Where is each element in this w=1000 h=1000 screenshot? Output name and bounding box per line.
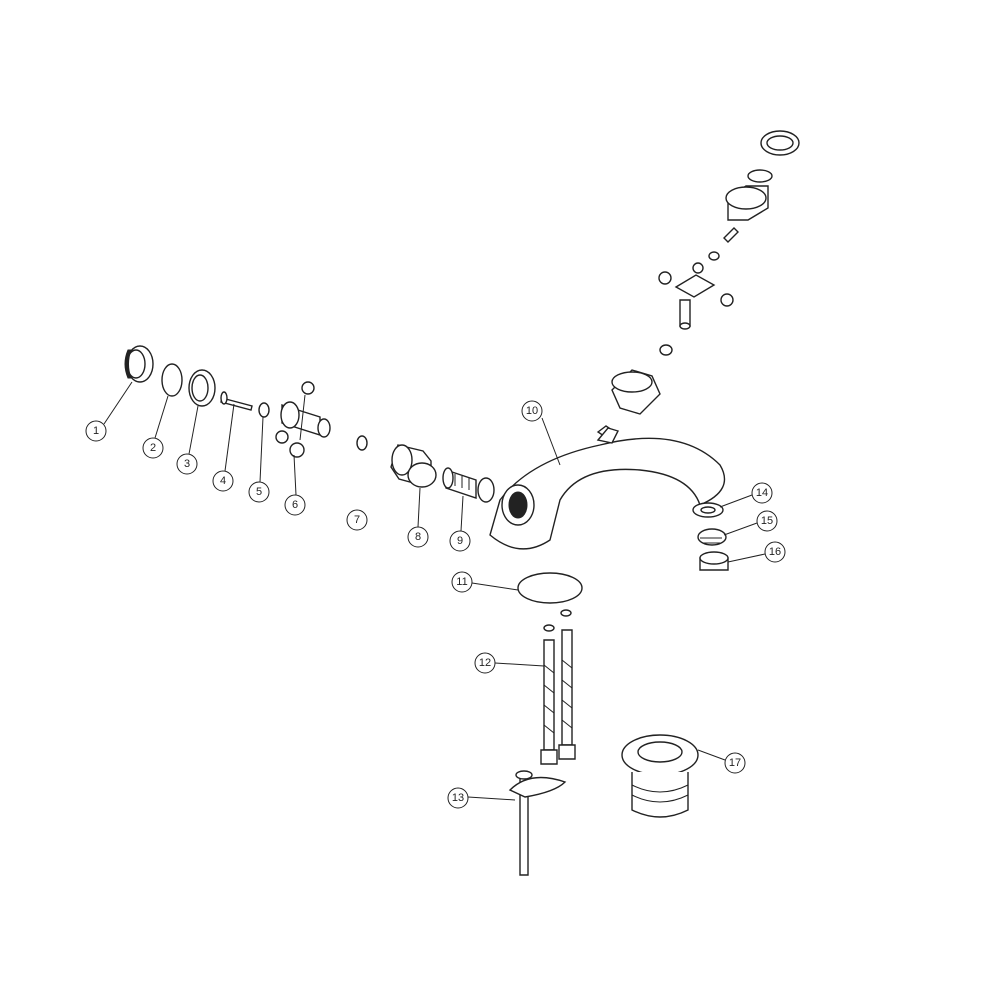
part-7-o-ring xyxy=(356,435,368,451)
svg-text:7: 7 xyxy=(354,514,360,526)
part-6-cross-handle xyxy=(275,381,331,458)
callout-1: 1 xyxy=(85,420,107,442)
svg-text:5: 5 xyxy=(256,486,262,498)
svg-text:11: 11 xyxy=(456,576,467,588)
part-3-ring xyxy=(188,369,216,407)
right-handle-assembly xyxy=(596,130,800,437)
part-2-disc xyxy=(161,363,183,397)
callout-14: 14 xyxy=(751,482,773,504)
svg-text:16: 16 xyxy=(769,546,781,558)
svg-text:17: 17 xyxy=(729,757,741,769)
callout-13: 13 xyxy=(447,787,469,809)
svg-text:2: 2 xyxy=(150,442,156,454)
callout-5: 5 xyxy=(248,481,270,503)
part-5-washer xyxy=(258,402,270,418)
part-10-spout-body xyxy=(489,427,726,550)
callout-17: 17 xyxy=(724,752,746,774)
callout-2: 2 xyxy=(142,437,164,459)
leader-lines xyxy=(103,381,766,801)
part-8-bonnet xyxy=(390,444,437,488)
svg-text:12: 12 xyxy=(479,657,491,669)
part-9-valve-cartridge xyxy=(442,467,495,503)
part-17-waste xyxy=(621,734,699,818)
svg-text:15: 15 xyxy=(761,515,773,527)
callout-3: 3 xyxy=(176,453,198,475)
svg-text:14: 14 xyxy=(756,487,768,499)
part-4-screw xyxy=(220,391,253,411)
part-12-flexible-hoses xyxy=(540,609,576,765)
callout-8: 8 xyxy=(407,526,429,548)
part-13-fixing-kit xyxy=(508,770,567,876)
svg-text:4: 4 xyxy=(220,475,226,487)
callout-7: 7 xyxy=(346,509,368,531)
callout-9: 9 xyxy=(449,530,471,552)
svg-text:1: 1 xyxy=(93,425,99,437)
callout-4: 4 xyxy=(212,470,234,492)
svg-text:13: 13 xyxy=(452,792,464,804)
svg-text:8: 8 xyxy=(415,531,421,543)
svg-text:6: 6 xyxy=(292,499,298,511)
callout-10: 10 xyxy=(521,400,543,422)
callout-6: 6 xyxy=(284,494,306,516)
svg-text:10: 10 xyxy=(526,405,538,417)
callout-15: 15 xyxy=(756,510,778,532)
part-11-base-seal xyxy=(517,572,583,604)
svg-text:3: 3 xyxy=(184,458,190,470)
svg-text:9: 9 xyxy=(457,535,463,547)
callout-12: 12 xyxy=(474,652,496,674)
parts-14-16-aerator xyxy=(692,502,729,571)
part-1-shroud-cap xyxy=(124,345,154,383)
callout-16: 16 xyxy=(764,541,786,563)
callout-11: 11 xyxy=(451,571,473,593)
